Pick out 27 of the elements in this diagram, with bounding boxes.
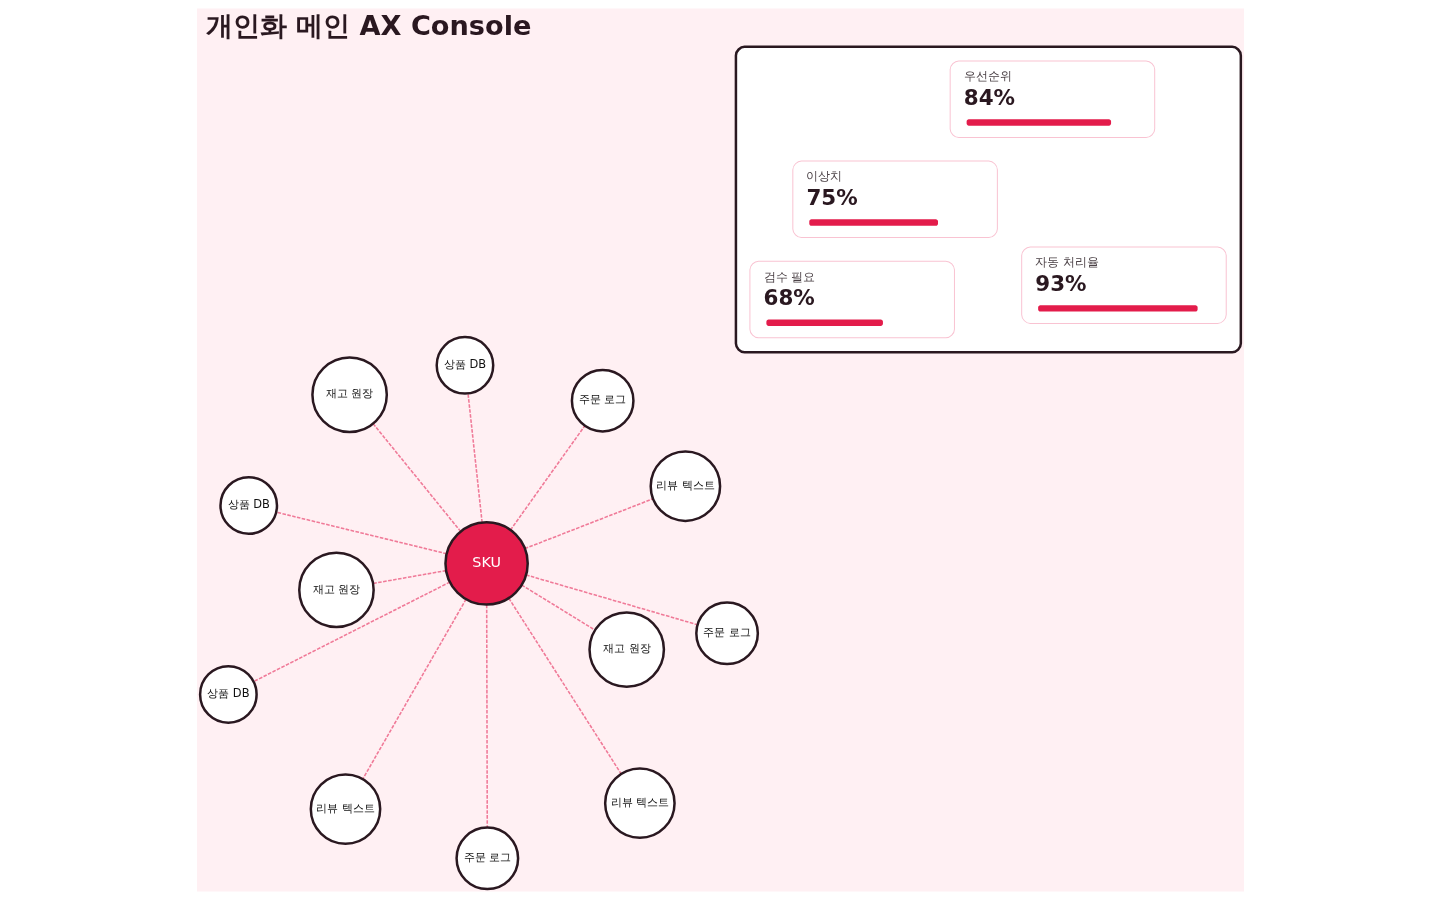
node-circle: 리뷰 텍스트 — [648, 450, 721, 523]
connector — [525, 574, 698, 626]
connector — [252, 581, 451, 683]
node-circle: 리뷰 텍스트 — [603, 767, 676, 840]
node-circle: 주문 로그 — [454, 826, 519, 891]
diagram-title: 개인화 메인 AX Console — [205, 10, 531, 42]
connector — [275, 511, 447, 555]
node-box: 이상치 75% — [791, 160, 998, 239]
node-circle: 주문 로그 — [694, 601, 759, 666]
node-box: 검수 필요 68% — [748, 260, 955, 339]
node-circle: 재고 원장 — [297, 551, 375, 629]
node-circle: 재고 원장 — [587, 611, 665, 688]
connector — [371, 422, 461, 533]
node-circle: SKU — [443, 521, 529, 606]
node-box: 우선순위 84% — [949, 60, 1155, 138]
node-box: 자동 처리율 93% — [1020, 246, 1227, 324]
node-circle: 주문 로그 — [570, 368, 635, 433]
connector — [509, 425, 585, 531]
node-circle: 리뷰 텍스트 — [309, 773, 381, 846]
node-circle: 상품 DB — [434, 335, 494, 395]
connector — [520, 584, 596, 631]
connector — [507, 597, 622, 775]
connector — [361, 598, 467, 780]
node-circle: 상품 DB — [198, 664, 258, 724]
node-circle: 상품 DB — [218, 476, 278, 535]
node-circle: 재고 원장 — [310, 356, 388, 434]
cluster — [734, 45, 1242, 354]
